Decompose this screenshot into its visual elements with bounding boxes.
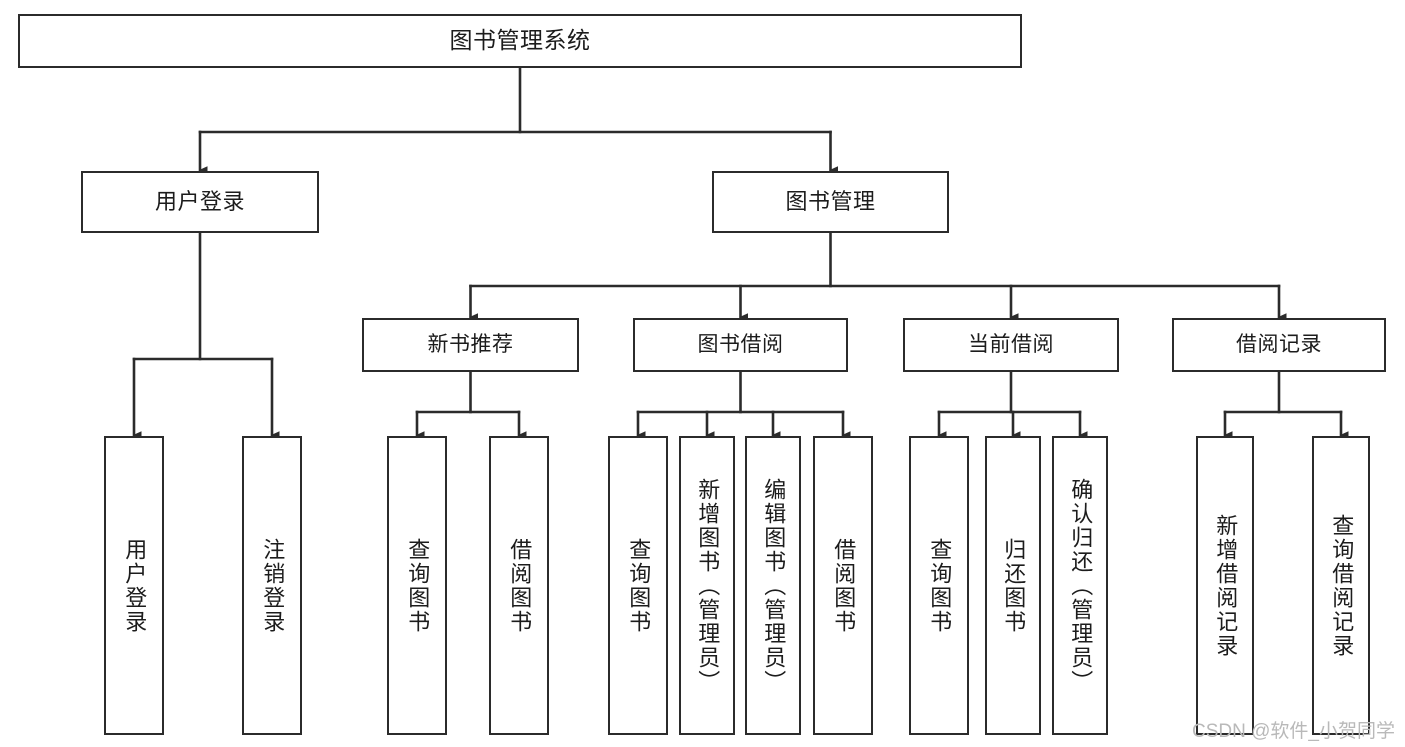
node-new-book-rec[interactable]: 新书推荐 [362,318,579,372]
leaf-node-rec-query-label: 查询图书 [405,537,431,634]
leaf-node-cur-return-label: 归还图书 [1001,537,1027,634]
leaf-node-cur-return[interactable]: 归还图书 [985,436,1041,735]
node-book-manage-label: 图书管理 [785,188,876,214]
leaf-node-user-login-label: 用户登录 [122,537,148,634]
leaf-node-cur-confirm-label: 确认归还（管理员） [1068,477,1094,694]
leaf-node-borrow-edit[interactable]: 编辑图书（管理员） [745,436,801,735]
node-new-book-rec-label: 新书推荐 [427,333,514,357]
csdn-watermark: CSDN @软件_小贺同学 [1192,721,1395,742]
leaf-node-rec-borrow[interactable]: 借阅图书 [489,436,549,735]
leaf-node-user-login[interactable]: 用户登录 [104,436,164,735]
node-book-borrow-label: 图书借阅 [697,333,784,357]
leaf-node-cur-query-label: 查询图书 [927,537,953,634]
node-user-login-label: 用户登录 [154,188,245,214]
leaf-node-rec-query2-label: 查询借阅记录 [1329,513,1355,658]
leaf-node-rec-add[interactable]: 新增借阅记录 [1196,436,1254,735]
leaf-node-borrow-query[interactable]: 查询图书 [608,436,668,735]
node-book-borrow[interactable]: 图书借阅 [633,318,848,372]
leaf-node-rec-borrow-label: 借阅图书 [507,537,533,634]
leaf-node-borrow-lend-label: 借阅图书 [831,537,857,634]
leaf-node-borrow-add[interactable]: 新增图书（管理员） [679,436,735,735]
node-user-login[interactable]: 用户登录 [81,171,319,233]
leaf-node-cur-query[interactable]: 查询图书 [909,436,969,735]
node-book-manage[interactable]: 图书管理 [712,171,949,233]
node-borrow-record[interactable]: 借阅记录 [1172,318,1386,372]
leaf-node-borrow-lend[interactable]: 借阅图书 [813,436,873,735]
edge-group [132,66,1349,439]
leaf-node-rec-query[interactable]: 查询图书 [387,436,447,735]
leaf-node-borrow-edit-label: 编辑图书（管理员） [761,477,787,694]
leaf-node-user-logout-label: 注销登录 [260,537,286,634]
leaf-node-borrow-add-label: 新增图书（管理员） [695,477,721,694]
node-root[interactable]: 图书管理系统 [18,14,1022,68]
node-root-label: 图书管理系统 [449,27,591,54]
node-borrow-record-label: 借阅记录 [1236,333,1322,357]
node-current-borrow-label: 当前借阅 [968,333,1054,357]
leaf-node-borrow-query-label: 查询图书 [626,537,652,634]
leaf-node-cur-confirm[interactable]: 确认归还（管理员） [1052,436,1108,735]
leaf-node-rec-add-label: 新增借阅记录 [1213,513,1239,658]
leaf-node-user-logout[interactable]: 注销登录 [242,436,302,735]
leaf-node-rec-query2[interactable]: 查询借阅记录 [1312,436,1370,735]
node-current-borrow[interactable]: 当前借阅 [903,318,1119,372]
